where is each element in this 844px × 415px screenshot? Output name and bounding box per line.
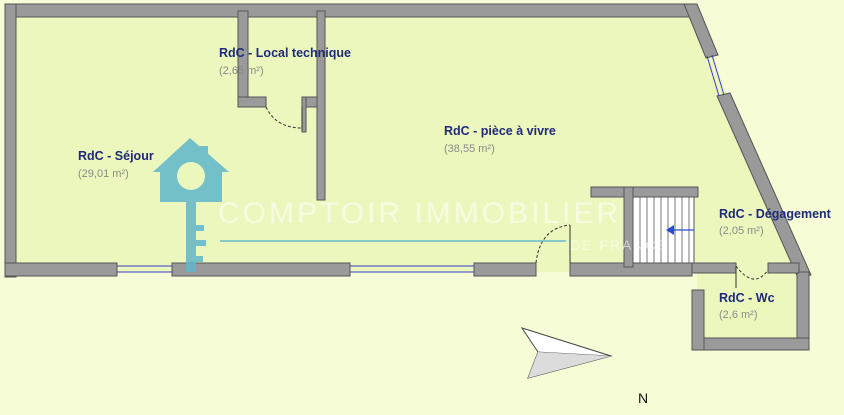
- floor-area: [12, 11, 798, 347]
- wall-local-door-jamb: [301, 96, 307, 133]
- wall-wc-top-1: [691, 262, 737, 274]
- room-area-sejour: (29,01 m²): [78, 168, 129, 180]
- wall-slanted-2: [716, 92, 812, 279]
- room-name-piece-a-vivre: RdC - pièce à vivre: [444, 124, 556, 138]
- wall-wc-bottom: [691, 337, 810, 351]
- doors: [265, 106, 769, 280]
- wall-slanted-1: [683, 3, 719, 59]
- wall-wc-top-2: [767, 262, 800, 274]
- room-name-degagement: RdC - Dégagement: [719, 207, 832, 221]
- north-label: N: [638, 390, 648, 406]
- wall-wc-left-lower: [691, 289, 705, 351]
- stair-direction-arrow-icon: [666, 225, 674, 235]
- room-labels: RdC - Local technique (2,65 m²) RdC - pi…: [78, 46, 832, 321]
- wall-local-right: [316, 10, 326, 201]
- wall-left: [4, 3, 17, 278]
- windows: [117, 54, 725, 273]
- door-local-technique: [265, 106, 303, 129]
- room-area-local-technique: (2,65 m²): [219, 65, 264, 77]
- watermark: COMPTOIR IMMOBILIER DE FRANCE: [153, 138, 669, 272]
- wall-stair-left: [623, 186, 634, 268]
- room-area-wc: (2,6 m²): [719, 309, 758, 321]
- room-area-degagement: (2,05 m²): [719, 225, 764, 237]
- house-key-logo-icon: [153, 138, 229, 272]
- door-wc: [735, 265, 769, 280]
- room-name-wc: RdC - Wc: [719, 291, 775, 305]
- room-area-piece-a-vivre: (38,55 m²): [444, 143, 495, 155]
- door-entrance: [535, 224, 571, 264]
- room-name-local-technique: RdC - Local technique: [219, 46, 351, 60]
- wall-stair-top: [590, 186, 699, 198]
- watermark-line2: DE FRANCE: [570, 237, 669, 253]
- wall-local-bottom: [237, 96, 267, 108]
- room-name-sejour: RdC - Séjour: [78, 149, 154, 163]
- north-arrow-icon: [520, 327, 613, 379]
- wall-top: [4, 3, 691, 18]
- wall-bottom-1: [4, 262, 118, 277]
- wall-bottom-2: [171, 262, 351, 277]
- walls: [4, 3, 812, 351]
- watermark-line1: COMPTOIR IMMOBILIER: [218, 197, 621, 230]
- staircase: [632, 196, 695, 264]
- wall-bottom-3: [473, 262, 537, 277]
